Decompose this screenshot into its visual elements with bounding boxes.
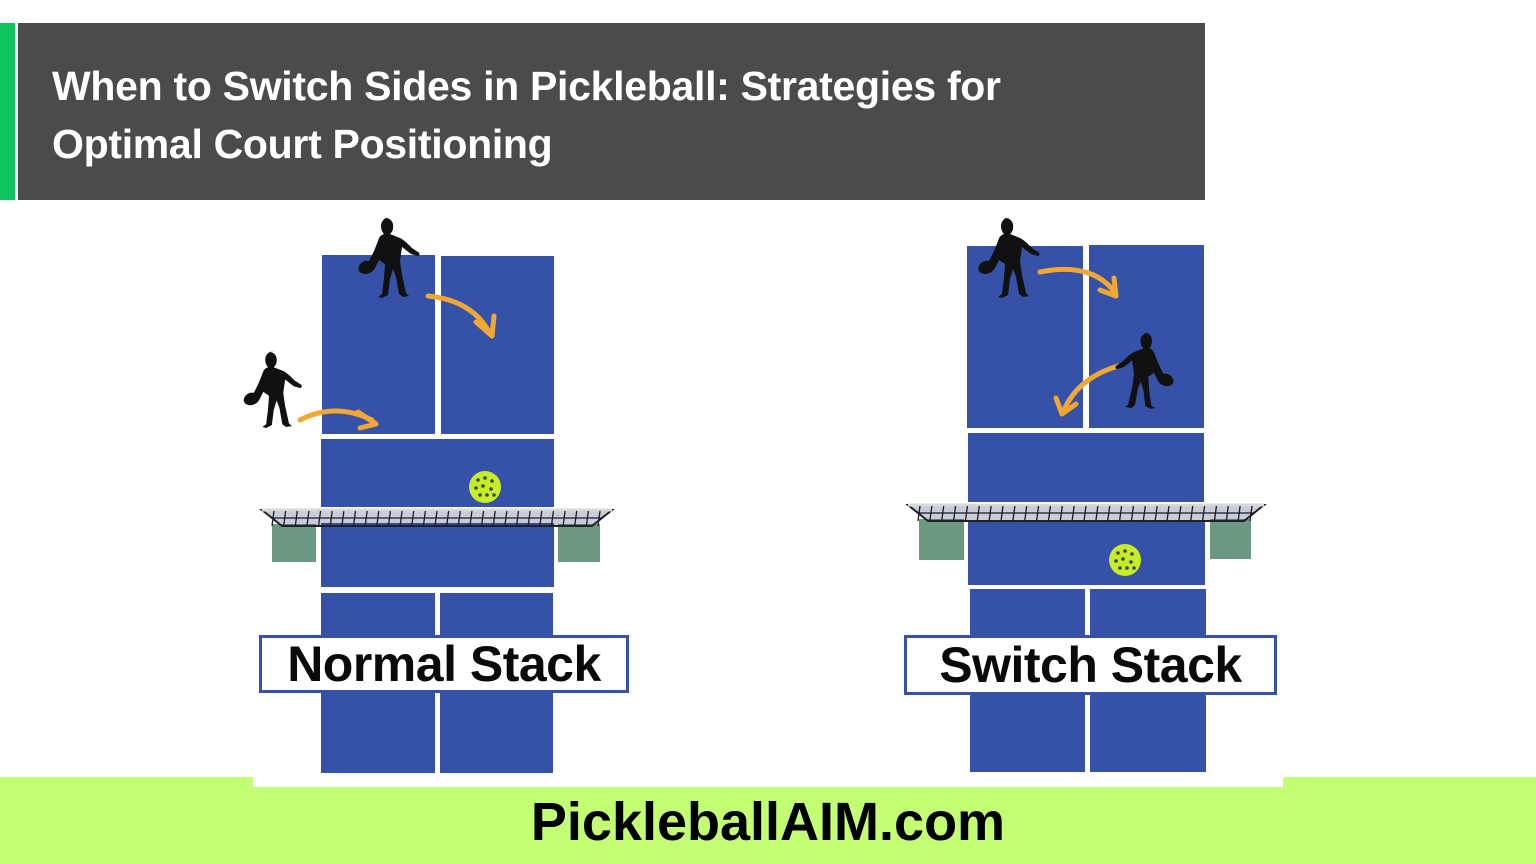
net-post xyxy=(558,524,600,562)
court-zone xyxy=(968,433,1204,502)
normal-stack-label: Normal Stack xyxy=(259,635,629,693)
movement-arrow-icon xyxy=(1053,363,1121,417)
movement-arrow-icon xyxy=(297,408,379,431)
net-icon xyxy=(259,508,615,527)
court-zone xyxy=(441,256,554,434)
stack-label-text: Normal Stack xyxy=(287,636,601,692)
footer-white-tab xyxy=(253,777,1283,787)
pickleball-icon xyxy=(469,471,501,503)
net-post xyxy=(919,519,964,560)
pickleball-icon xyxy=(1109,544,1141,576)
title-banner: When to Switch Sides in Pickleball: Stra… xyxy=(18,23,1205,200)
movement-arrow-icon xyxy=(1037,266,1119,299)
net-icon xyxy=(905,503,1267,522)
title-accent-bar xyxy=(0,23,15,200)
court-zone xyxy=(968,520,1205,585)
footer-band xyxy=(0,777,1536,864)
page-title-line-2: Optimal Court Positioning xyxy=(52,121,553,167)
court-zone xyxy=(967,246,1083,428)
page-title-line-1: When to Switch Sides in Pickleball: Stra… xyxy=(52,63,1001,109)
court-zone xyxy=(321,523,554,587)
court-zone xyxy=(322,255,435,434)
stack-label-text: Switch Stack xyxy=(939,637,1242,693)
partner-silhouette-icon xyxy=(1115,332,1174,409)
switch-stack-label: Switch Stack xyxy=(904,635,1277,695)
net-post xyxy=(272,524,316,562)
court-zone xyxy=(321,439,554,507)
footer-site-name: PickleballAIM.com xyxy=(530,792,1006,852)
movement-arrow-icon xyxy=(425,293,497,339)
partner-silhouette-icon xyxy=(243,351,302,428)
net-post xyxy=(1210,519,1251,559)
server-silhouette-icon xyxy=(358,217,420,298)
server-silhouette-icon xyxy=(978,217,1040,298)
